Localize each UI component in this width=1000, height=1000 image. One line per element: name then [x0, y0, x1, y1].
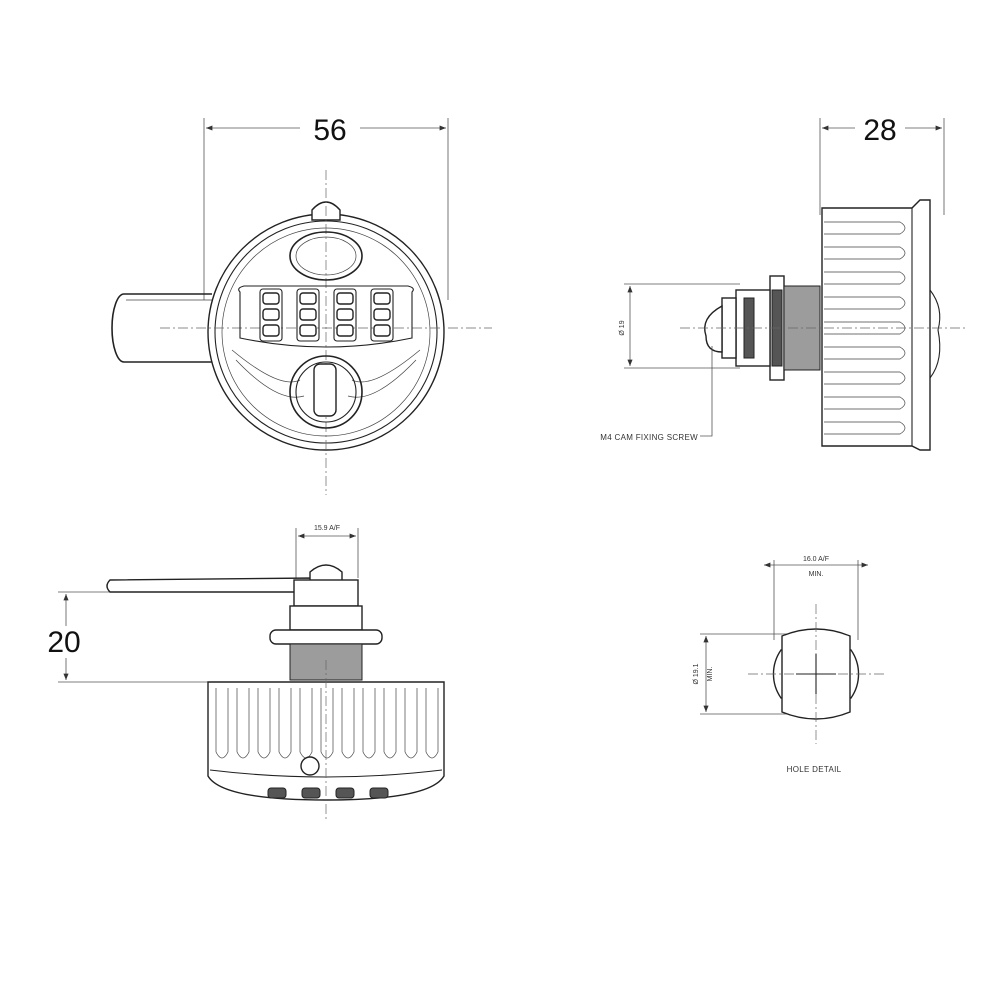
hole-af-note: MIN. [809, 571, 824, 578]
top-button [369, 787, 389, 799]
side-fin [824, 421, 906, 435]
keypad-column [333, 288, 357, 342]
side-fin [824, 296, 906, 310]
keypad-column [259, 288, 283, 342]
stem-diameter-dimension: Ø 19 [619, 283, 740, 369]
width-dimension: 56 [203, 114, 449, 300]
top-button [301, 787, 321, 799]
side-fin [824, 346, 906, 360]
top-fin [425, 688, 439, 759]
nut-af-dimension: 15.9 A/F [295, 525, 359, 578]
stem-diameter-label: Ø 19 [619, 320, 626, 335]
top-button [267, 787, 287, 799]
cam-screw-label: M4 CAM FIXING SCREW [600, 433, 698, 442]
cam-screw-head [704, 304, 723, 353]
turn-knob [289, 355, 363, 429]
keypad-panel [238, 285, 414, 348]
front-view: 56 [111, 114, 492, 495]
keypad-button [336, 292, 354, 305]
top-fin [341, 688, 355, 759]
side-fin [824, 221, 906, 235]
keypad-column [296, 288, 320, 342]
keypad-button [336, 324, 354, 337]
keypad-button [373, 292, 391, 305]
top-cam-bar [106, 577, 317, 593]
depth-dimension: 28 [819, 114, 945, 215]
upper-window [289, 231, 363, 281]
side-fin [824, 271, 906, 285]
keypad-button [299, 324, 317, 337]
keypad [259, 288, 394, 342]
top-fin [404, 688, 418, 759]
keypad-button [373, 308, 391, 321]
side-fin [824, 371, 906, 385]
top-screw-hole [300, 756, 320, 776]
side-view: 28 Ø 19 M4 CAM FIXING SCREW [600, 114, 968, 451]
hole-af-label: 16.0 A/F [803, 556, 829, 563]
width-dimension-label: 56 [313, 114, 346, 147]
keypad-button [373, 324, 391, 337]
hole-detail: 16.0 A/F MIN. Ø 19.1 MIN. HOLE DETAIL [693, 556, 884, 774]
top-buttons [267, 787, 389, 799]
hole-diameter-label: Ø 19.1 [693, 663, 700, 684]
side-body [821, 199, 931, 451]
top-fin [215, 688, 229, 759]
side-fin [824, 396, 906, 410]
knob-grip [313, 363, 337, 417]
height-dimension: 20 [47, 591, 300, 683]
keypad-button [336, 308, 354, 321]
hole-detail-title: HOLE DETAIL [787, 765, 842, 774]
top-fin [236, 688, 250, 759]
side-knurl [824, 221, 906, 435]
depth-dimension-label: 28 [863, 114, 896, 147]
top-washer [269, 629, 383, 645]
hole-diameter-note: MIN. [707, 667, 714, 682]
top-fin [278, 688, 292, 759]
keypad-button [299, 292, 317, 305]
cam-screw-leader [700, 346, 713, 437]
top-fin [383, 688, 397, 759]
hole-af-dimension: 16.0 A/F MIN. [764, 556, 868, 640]
cam-bar [111, 293, 212, 363]
keypad-button [262, 324, 280, 337]
keypad-button [262, 308, 280, 321]
side-fin [824, 246, 906, 260]
top-fin [257, 688, 271, 759]
keypad-button [299, 308, 317, 321]
top-knurl [215, 688, 439, 759]
top-button [335, 787, 355, 799]
keypad-column [370, 288, 394, 342]
top-view: 15.9 A/F 20 [47, 525, 445, 820]
keypad-button [262, 292, 280, 305]
height-dimension-label: 20 [47, 626, 80, 659]
top-fin [320, 688, 334, 759]
nut-af-label: 15.9 A/F [314, 525, 340, 532]
top-nut [293, 579, 359, 607]
top-fin [362, 688, 376, 759]
